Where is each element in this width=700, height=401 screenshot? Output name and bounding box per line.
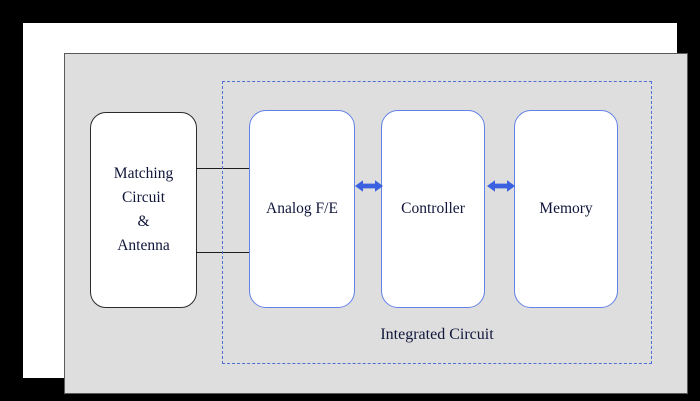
block-memory-label: Memory [539, 200, 593, 217]
region-integrated-circuit [222, 81, 652, 364]
matching-line-3: & [137, 213, 150, 230]
white-frame: Matching Circuit & Antenna Analog F/E Co… [23, 23, 688, 394]
block-analog-fe-label: Analog F/E [266, 200, 338, 217]
region-integrated-circuit-label: Integrated Circuit [380, 326, 494, 343]
arrow-controller-to-memory [487, 180, 515, 192]
block-controller[interactable]: Controller [381, 110, 485, 308]
arrow-analog-fe-to-controller [355, 180, 383, 192]
block-analog-fe[interactable]: Analog F/E [249, 110, 355, 308]
matching-line-4: Antenna [117, 237, 170, 255]
block-matching-circuit-antenna[interactable]: Matching Circuit & Antenna [90, 112, 197, 308]
connector-antenna-afe-top [196, 168, 251, 169]
diagram-panel: Matching Circuit & Antenna Analog F/E Co… [64, 53, 688, 394]
matching-line-1: Matching [113, 164, 174, 182]
block-memory[interactable]: Memory [514, 110, 618, 308]
block-controller-label: Controller [401, 200, 465, 217]
connector-antenna-afe-bottom [196, 252, 251, 253]
matching-line-2: Circuit [121, 188, 166, 206]
